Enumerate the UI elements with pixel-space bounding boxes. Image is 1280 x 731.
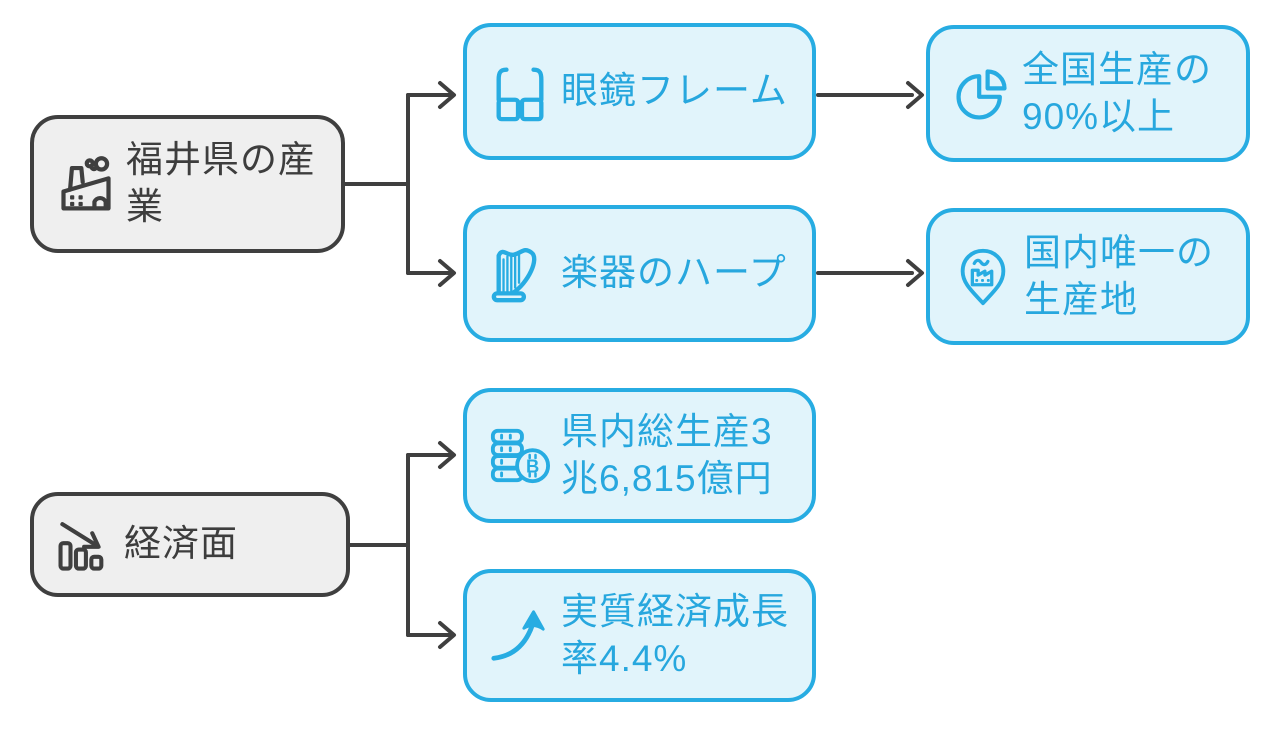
rising-curve-arrow-icon (489, 605, 551, 667)
pie-chart-icon (952, 64, 1012, 124)
node-label: 福井県の産業 (126, 139, 316, 227)
node-label: 全国生産の90%以上 (1022, 48, 1212, 137)
coin-stack-icon: B (489, 425, 551, 487)
harp-icon (489, 243, 551, 305)
svg-text:B: B (526, 455, 539, 476)
node-harp-instrument: 楽器のハープ (463, 205, 816, 342)
edge-economy-trunk (348, 453, 410, 637)
node-economy: 経済面 (30, 492, 350, 597)
node-label: 経済面 (124, 523, 238, 565)
eyeglasses-icon (489, 61, 551, 123)
node-fukui-industry: 福井県の産業 (30, 115, 345, 253)
factory-icon (56, 154, 116, 214)
declining-bar-chart-icon (56, 516, 114, 574)
arrowhead (438, 441, 456, 469)
map-pin-factory-icon (952, 246, 1014, 308)
node-growth-rate: 実質経済成長率4.4% (463, 569, 816, 702)
node-label: 眼鏡フレーム (561, 70, 788, 112)
node-label: 楽器のハープ (561, 252, 787, 294)
node-label: 国内唯一の生産地 (1024, 231, 1214, 320)
node-label: 実質経済成長率4.4% (561, 590, 789, 679)
node-gdp: B 県内総生産3兆6,815億円 (463, 388, 816, 523)
arrowhead (906, 259, 924, 287)
arrowhead (438, 259, 456, 287)
node-label: 県内総生産3兆6,815億円 (561, 410, 773, 499)
arrowhead (906, 81, 924, 109)
node-national-production-share: 全国生産の90%以上 (926, 25, 1250, 162)
arrowhead (438, 81, 456, 109)
edge-industry-trunk (343, 93, 410, 275)
arrowhead (438, 621, 456, 649)
node-only-production-site: 国内唯一の生産地 (926, 208, 1250, 345)
node-eyeglass-frames: 眼鏡フレーム (463, 23, 816, 160)
